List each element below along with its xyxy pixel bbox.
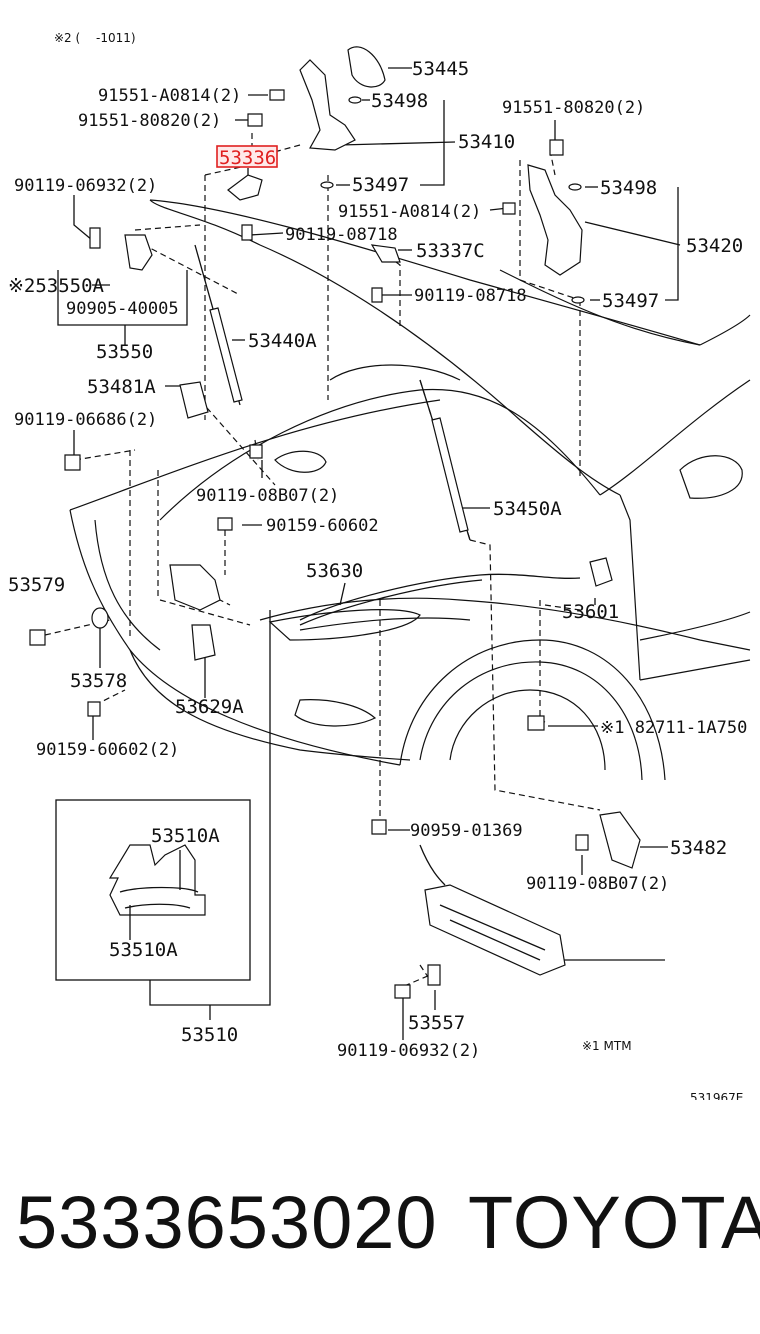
label-53510: 53510: [181, 1024, 238, 1046]
label-53579: 53579: [8, 574, 65, 596]
label-90119-08718-right: 90119-08718: [414, 286, 527, 306]
label-90905-40005: 90905-40005: [66, 299, 179, 319]
label-53550: 53550: [96, 341, 153, 363]
label-53440a: 53440A: [248, 330, 317, 352]
label-90159-60602: 90159-60602: [266, 516, 379, 536]
label-90119-06686: 90119-06686(2): [14, 410, 157, 430]
label-91551-80820-left: 91551-80820(2): [78, 111, 221, 131]
label-90119-08b07-left: 90119-08B07(2): [196, 486, 339, 506]
label-53497-right: 53497: [602, 290, 659, 312]
label-53510a-top: 53510A: [151, 825, 220, 847]
label-53510a-bottom: 53510A: [109, 939, 178, 961]
label-82711-1a750: ※1 82711-1A750: [600, 718, 747, 738]
label-53337c: 53337C: [416, 240, 485, 262]
label-91551-a0814-right: 91551-A0814(2): [338, 202, 481, 222]
parts: [29, 46, 641, 999]
label-90959-01369: 90959-01369: [410, 821, 523, 841]
label-53557: 53557: [408, 1012, 465, 1034]
label-91551-80820-right: 91551-80820(2): [502, 98, 645, 118]
label-53601: 53601: [562, 601, 619, 623]
label-53497-top: 53497: [352, 174, 409, 196]
leader-lines-solid: [57, 67, 681, 1040]
label-90119-06932-bottom: 90119-06932(2): [337, 1041, 480, 1061]
parts-diagram-svg: ※2 ( -1011) 53445 53498 91551-A0814(2) 9…: [8, 31, 751, 1100]
label-91551-a0814-left: 91551-A0814(2): [98, 86, 241, 106]
label-53482: 53482: [670, 837, 727, 859]
label-90119-08718-left: 90119-08718: [285, 225, 398, 245]
label-53498-top: 53498: [371, 90, 428, 112]
label-90119-08b07-right: 90119-08B07(2): [526, 874, 669, 894]
brand-name: TOYOTA: [468, 1181, 760, 1264]
label-53629a: 53629A: [175, 696, 244, 718]
inset-53510: [55, 799, 251, 981]
footer: 5333653020 TOYOTA: [0, 1180, 760, 1290]
label-53481a: 53481A: [87, 376, 156, 398]
label-53420: 53420: [686, 235, 743, 257]
note-bottom: ※1 MTM: [582, 1039, 632, 1053]
label-90119-06932-top: 90119-06932(2): [14, 176, 157, 196]
label-53450a: 53450A: [493, 498, 562, 520]
note-top: ※2 ( -1011): [54, 31, 136, 45]
label-53498-right: 53498: [600, 177, 657, 199]
label-53445: 53445: [412, 58, 469, 80]
label-53578: 53578: [70, 670, 127, 692]
highlight-box: [216, 145, 278, 168]
vehicle-outline: [69, 199, 751, 781]
label-53630: 53630: [306, 560, 363, 582]
labels: ※2 ( -1011) 53445 53498 91551-A0814(2) 9…: [8, 31, 747, 1100]
label-53410: 53410: [458, 131, 515, 153]
parts-diagram: ※2 ( -1011) 53445 53498 91551-A0814(2) 9…: [8, 31, 751, 1100]
label-53336-highlighted: 53336: [219, 147, 276, 169]
part-number: 5333653020: [16, 1181, 438, 1264]
label-53550a: ※253550A: [8, 275, 105, 297]
label-90159-60602-2: 90159-60602(2): [36, 740, 179, 760]
figure-code: 531967E: [690, 1091, 743, 1100]
